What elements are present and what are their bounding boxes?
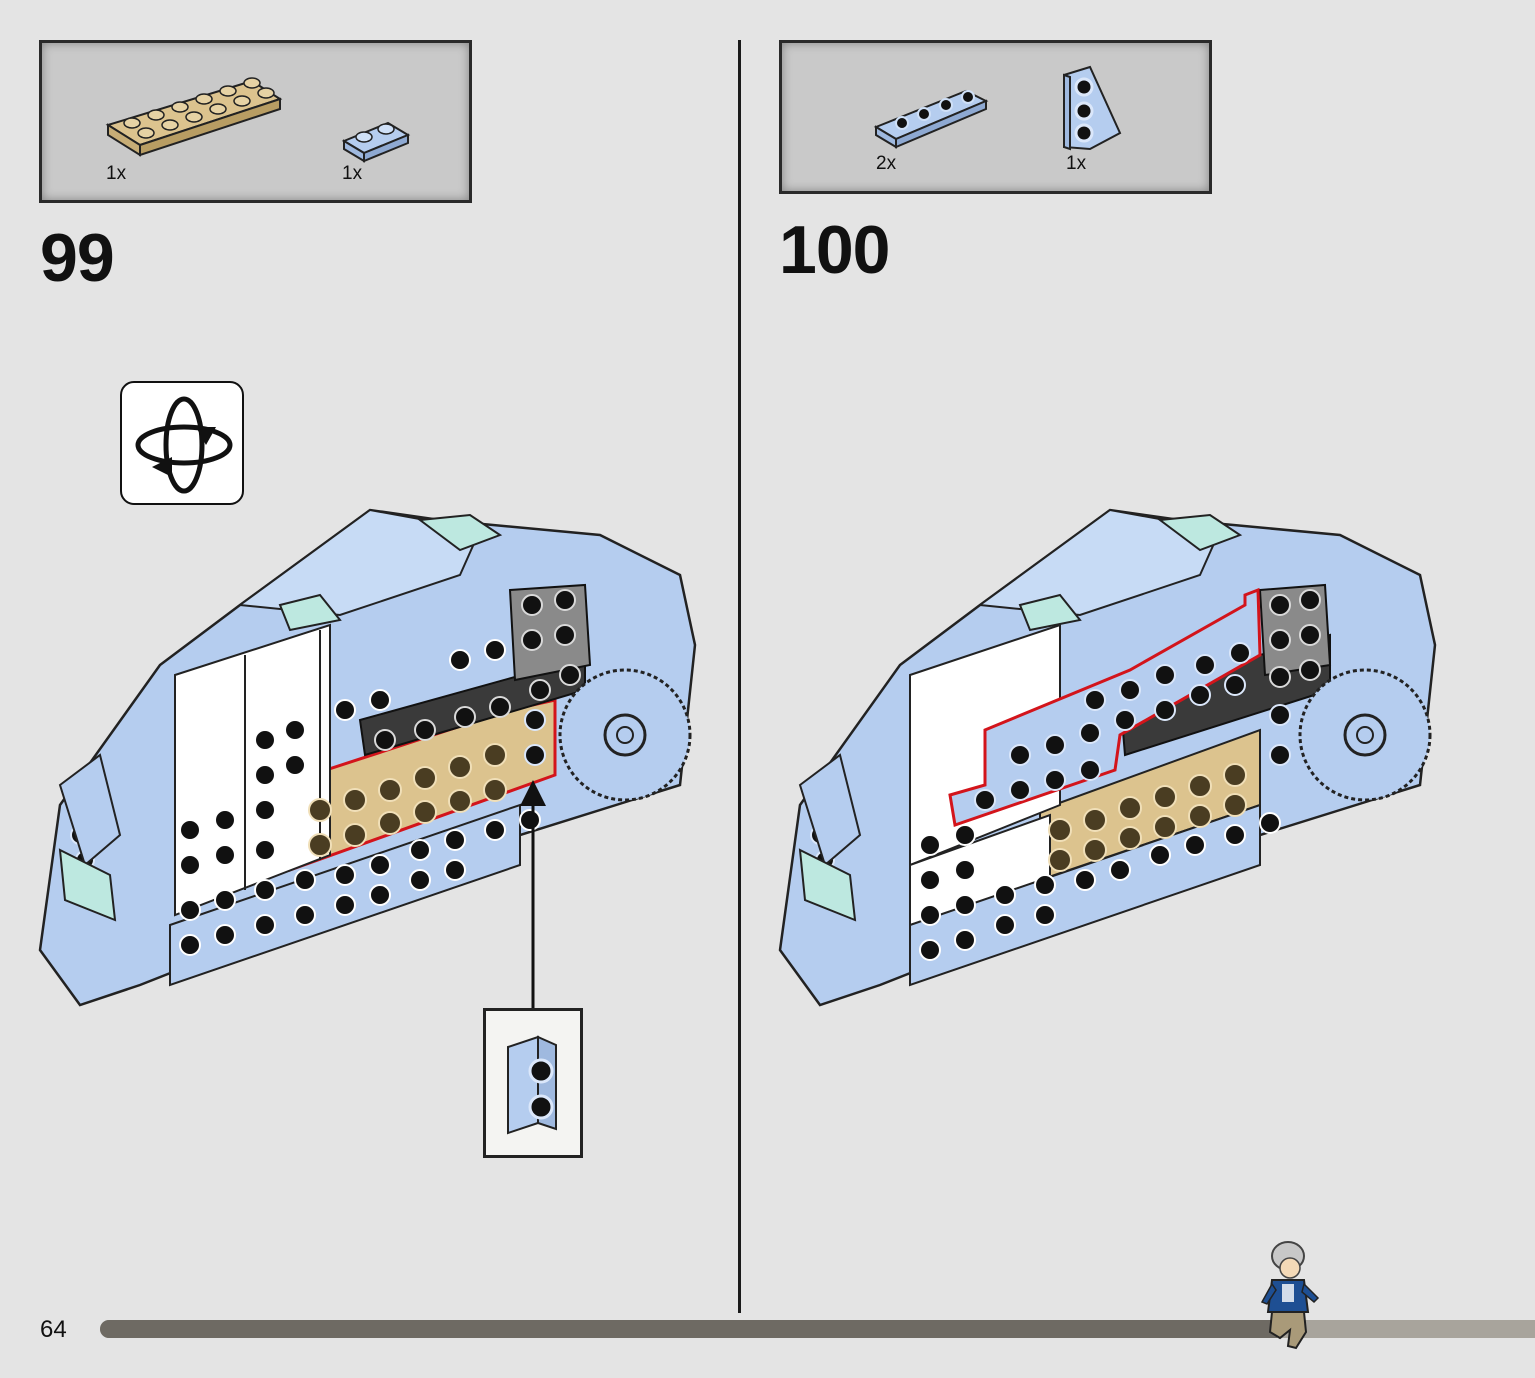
light-blue-wedge-plate-icon (1063, 65, 1122, 151)
step-divider (738, 40, 741, 1313)
light-blue-brick-1x2-icon (507, 1035, 557, 1135)
minifigure-walker-icon (1260, 1241, 1320, 1350)
step-100-parts-box: 2x 1x (779, 40, 1212, 194)
model-step-100 (778, 508, 1437, 1007)
progress-bar (100, 1320, 1535, 1338)
step-number: 99 (40, 220, 115, 296)
part-qty: 1x (106, 163, 127, 184)
step-99-parts-box: 1x 1x (39, 40, 472, 203)
part-qty: 1x (1066, 153, 1087, 174)
model-step-99 (38, 508, 697, 1007)
rotate-model-icon (120, 381, 244, 505)
light-blue-plate-1x4-icon (873, 89, 989, 149)
page-number: 64 (40, 1316, 67, 1343)
step-number: 100 (779, 212, 890, 288)
callout-box (483, 1008, 583, 1158)
part-qty: 2x (876, 153, 897, 174)
part-qty: 1x (342, 163, 363, 184)
tan-plate-2x6-icon (105, 77, 283, 157)
progress-fill (100, 1320, 1277, 1338)
light-blue-plate-1x2-icon (341, 121, 411, 163)
insert-arrow (520, 780, 546, 1008)
